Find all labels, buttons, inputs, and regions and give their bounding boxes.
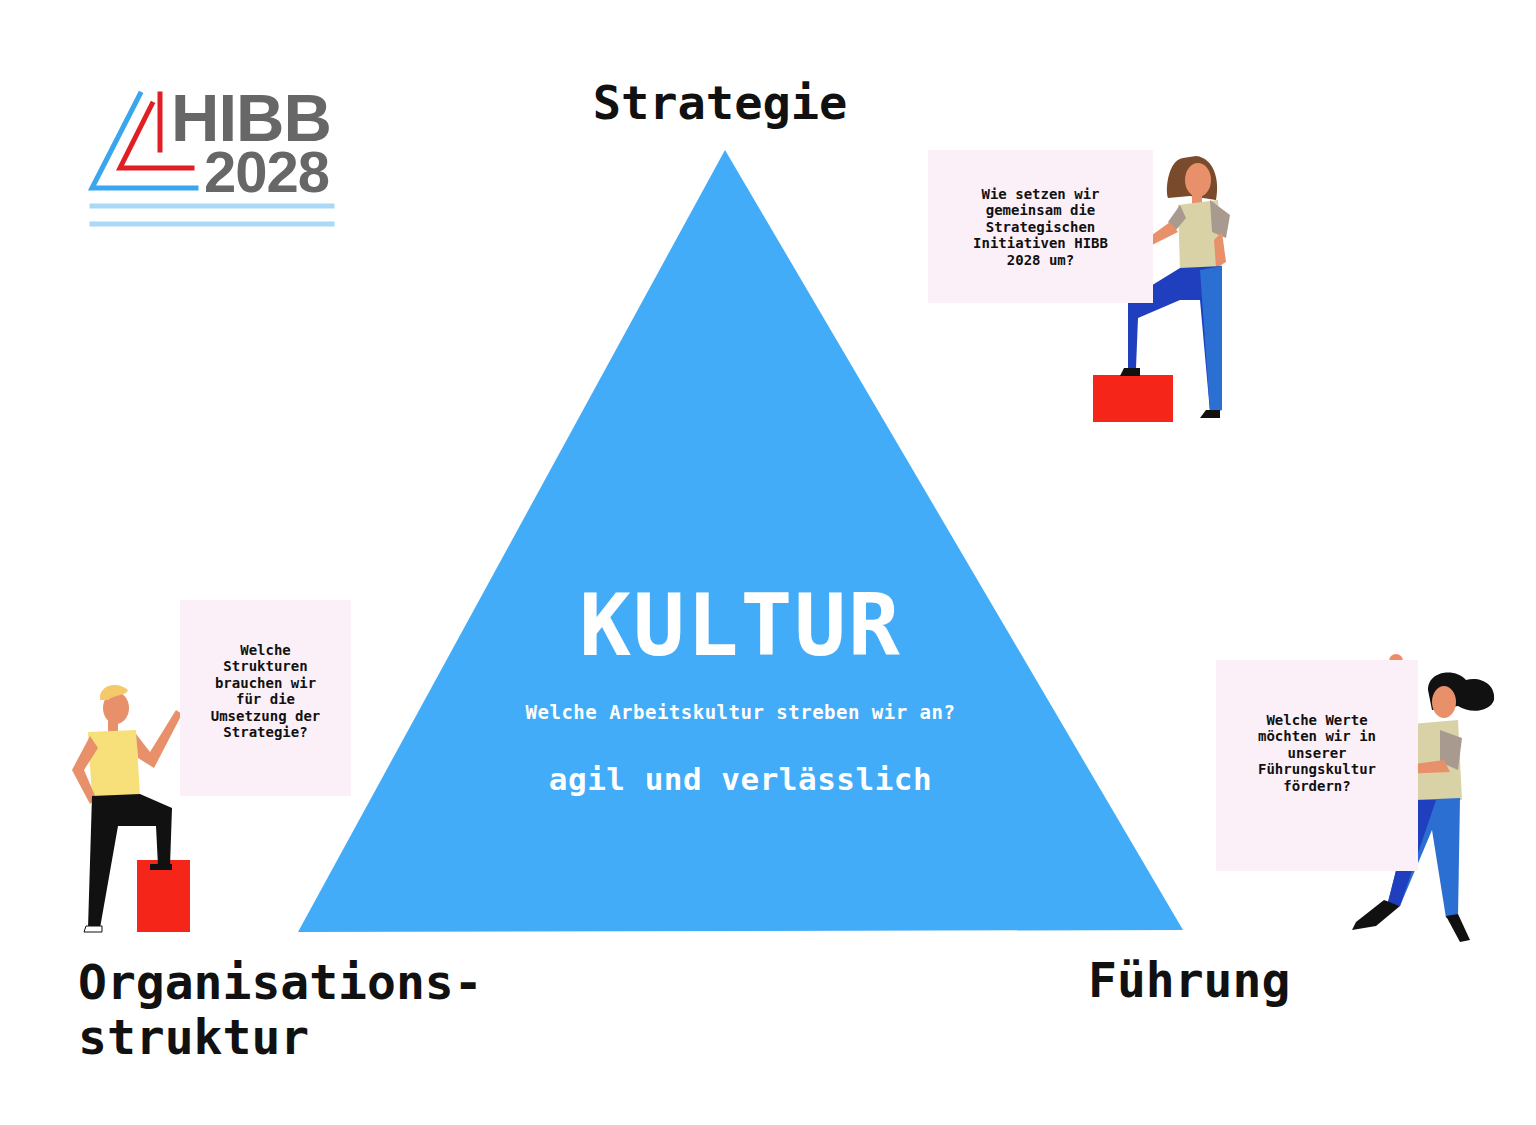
logo-text: HIBB	[171, 84, 371, 151]
question-sign: Welche Werte möchten wir in unserer Führ…	[1216, 660, 1418, 871]
triangle-question: Welche Arbeitskultur streben wir an?	[298, 701, 1183, 724]
sign-question: Wie setzen wir gemeinsam die Strategisch…	[968, 186, 1113, 268]
question-sign: Wie setzen wir gemeinsam die Strategisch…	[928, 150, 1153, 303]
triangle-heading: KULTUR	[298, 582, 1183, 668]
logo-text: 2028	[204, 143, 374, 201]
triangle-motto: agil und verlässlich	[298, 761, 1183, 798]
question-sign: Welche Strukturen brauchen wir für die U…	[180, 600, 351, 796]
person-figure	[72, 685, 190, 932]
sign-question: Welche Strukturen brauchen wir für die U…	[202, 642, 329, 740]
corner-label: Organisations- struktur	[78, 955, 518, 1065]
corner-label: Führung	[1088, 953, 1388, 1008]
triangle-fill	[298, 150, 1183, 932]
corner-label: Strategie	[520, 76, 920, 130]
sign-question: Welche Werte möchten wir in unserer Führ…	[1250, 712, 1384, 794]
